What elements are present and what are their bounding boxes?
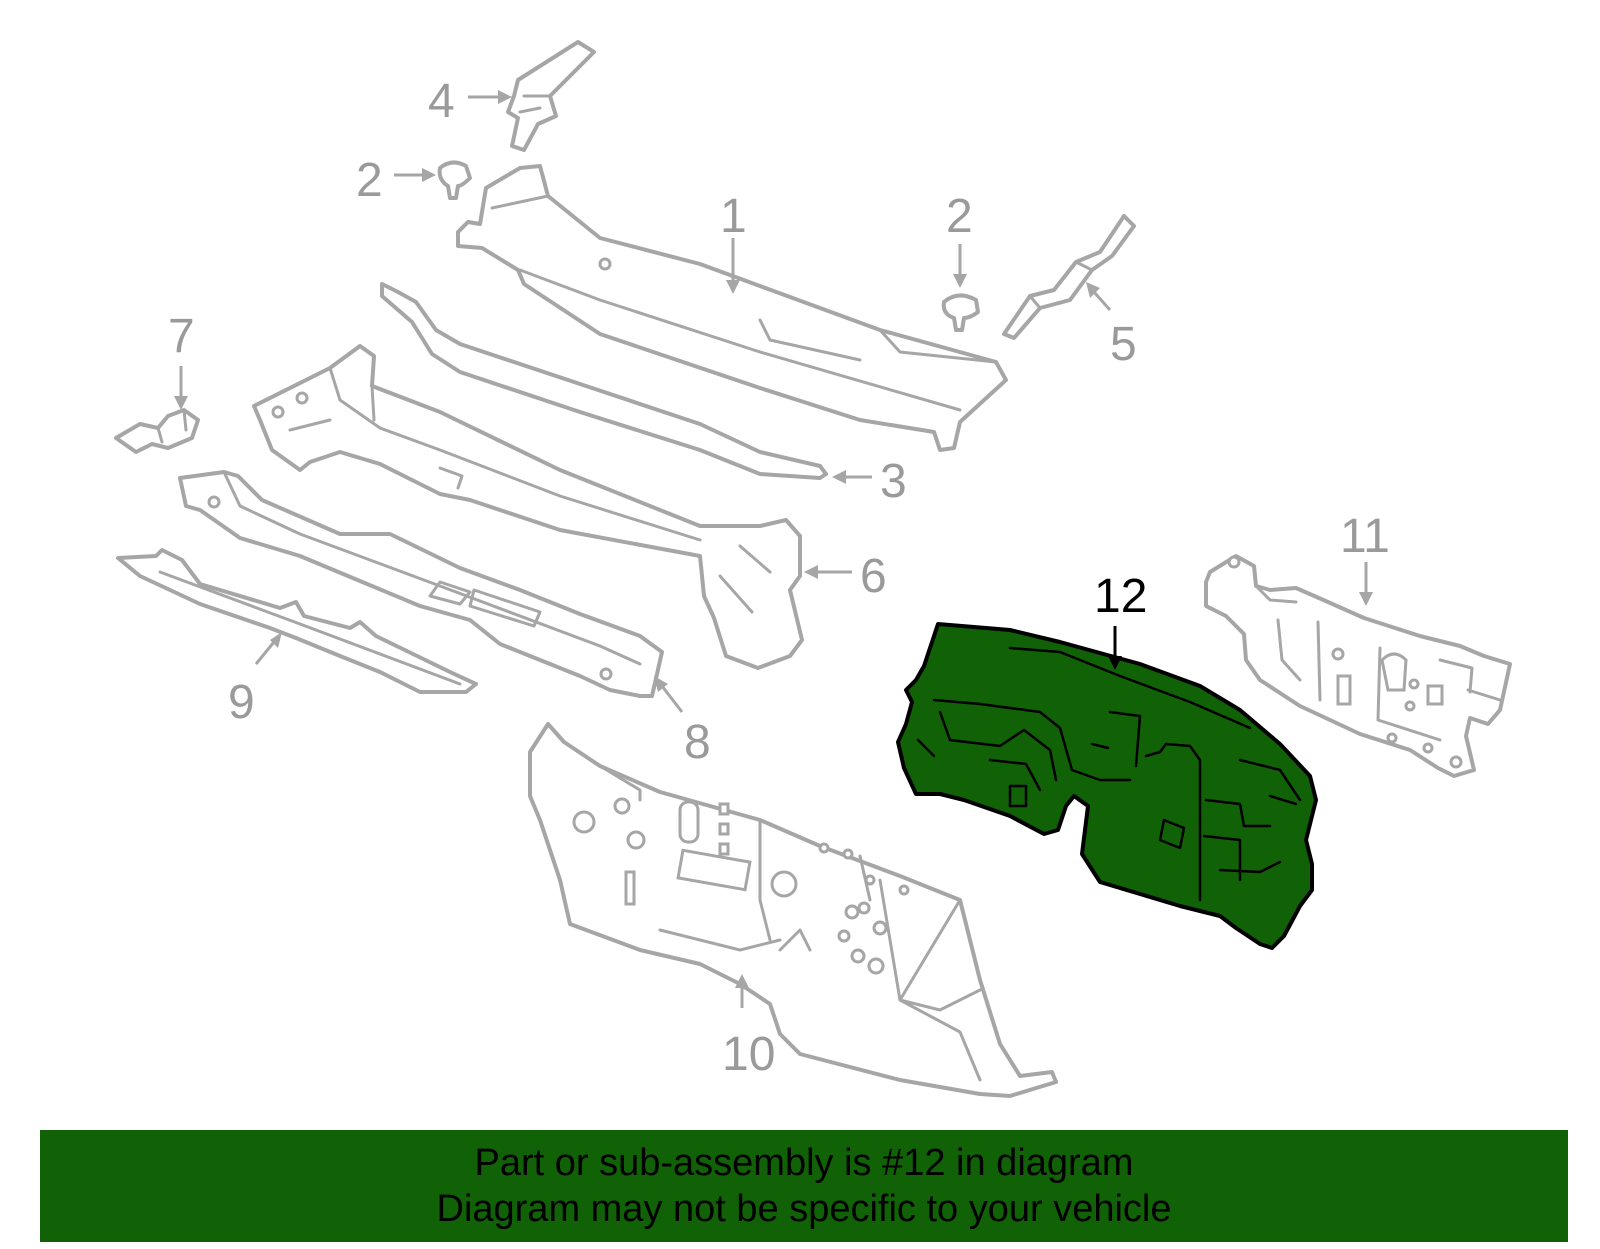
callout-2-right-number: 2 — [946, 190, 973, 243]
callout-1-number: 1 — [720, 190, 747, 243]
callout-8-number: 8 — [684, 716, 711, 769]
part-2-clip-left — [437, 160, 472, 200]
callout-12: 12 — [1094, 570, 1147, 670]
callout-2-left: 2 — [356, 154, 436, 207]
banner-line-2: Diagram may not be specific to your vehi… — [436, 1188, 1172, 1230]
banner-line-1: Part or sub-assembly is #12 in diagram — [474, 1142, 1134, 1184]
callout-4: 4 — [428, 75, 512, 128]
callout-6-number: 6 — [860, 550, 887, 603]
callout-3: 3 — [832, 455, 907, 508]
part-5-bracket — [1002, 214, 1136, 340]
callout-2-right: 2 — [946, 190, 973, 288]
callout-9-number: 9 — [228, 676, 255, 729]
callout-4-number: 4 — [428, 75, 455, 128]
part-12-dash-insulator — [896, 622, 1318, 950]
part-4-bracket — [506, 40, 596, 152]
part-9-strip — [116, 548, 478, 694]
callout-9: 9 — [228, 632, 282, 729]
callout-5-number: 5 — [1110, 318, 1137, 371]
part-1-cowl-panel — [456, 164, 1008, 452]
part-10-dash-panel — [528, 722, 1058, 1098]
part-2-clip-right — [941, 293, 980, 332]
part-3-seal-strip — [380, 282, 828, 480]
callout-10-number: 10 — [722, 1028, 775, 1081]
parts-diagram: 4 2 1 2 5 — [114, 40, 1512, 1098]
callout-11-number: 11 — [1340, 510, 1390, 563]
callout-7-number: 7 — [168, 310, 195, 363]
part-7-bracket — [114, 408, 200, 454]
part-8-crossmember — [178, 470, 664, 698]
callout-11: 11 — [1340, 510, 1390, 606]
callout-7: 7 — [168, 310, 195, 410]
part-11-side-panel — [1204, 554, 1512, 778]
callout-2-left-number: 2 — [356, 154, 383, 207]
callout-3-number: 3 — [880, 455, 907, 508]
callout-8: 8 — [654, 676, 711, 769]
part-6-crossmember — [252, 344, 804, 670]
callout-6: 6 — [804, 550, 887, 603]
callout-1: 1 — [720, 190, 747, 294]
callout-5: 5 — [1086, 282, 1137, 371]
info-banner: Part or sub-assembly is #12 in diagram D… — [40, 1130, 1568, 1242]
callout-12-number: 12 — [1094, 570, 1147, 623]
callout-10: 10 — [722, 974, 775, 1081]
